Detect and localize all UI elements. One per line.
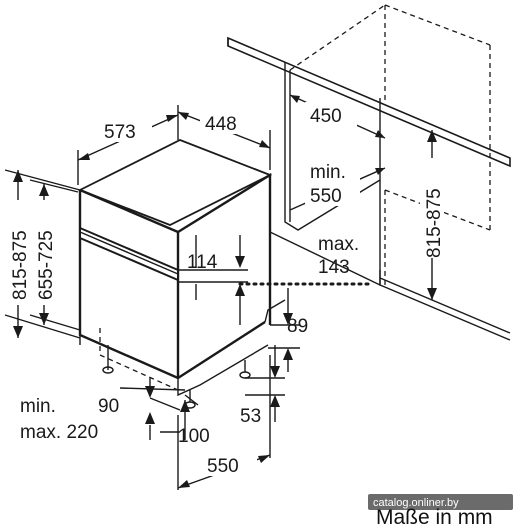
dim-448: 448	[177, 110, 271, 170]
label-573: 573	[104, 122, 136, 143]
dim-max-143: max. 143	[238, 234, 372, 286]
label-114: 114	[187, 252, 218, 273]
label-90: 90	[98, 396, 119, 417]
watermark: catalog.onliner.by	[368, 494, 513, 510]
label-655-725: 655-725	[36, 230, 57, 300]
dim-89: 89	[268, 288, 308, 372]
label-100: 100	[178, 426, 210, 447]
dim-114: 114	[178, 235, 248, 325]
label-550: 550	[310, 186, 342, 207]
label-foot-max-220: max. 220	[20, 422, 98, 443]
dim-450: 450	[289, 94, 386, 139]
dim-100: 100	[160, 394, 210, 447]
label-448: 448	[205, 114, 237, 135]
label-right-815-875: 815-875	[424, 188, 445, 258]
dim-53: 53	[240, 345, 285, 427]
label-max: max.	[318, 234, 359, 255]
label-53: 53	[240, 406, 261, 427]
countertop	[227, 36, 511, 168]
label-foot-min: min.	[20, 396, 56, 417]
dim-573: 573	[77, 105, 179, 185]
watermark-text: catalog.onliner.by	[373, 497, 459, 509]
label-550-bottom: 550	[207, 456, 239, 477]
unit-label: Maße in mm	[376, 506, 493, 527]
label-450: 450	[310, 106, 342, 127]
dim-min-550: min. 550	[289, 158, 386, 211]
dishwasher	[77, 139, 286, 409]
label-143: 143	[318, 257, 350, 278]
label-left-815-875: 815-875	[10, 230, 31, 300]
dim-550-bottom: 550	[177, 355, 271, 490]
dim-left-heights: 815-875 655-725	[4, 169, 81, 339]
label-89: 89	[287, 316, 308, 337]
label-min: min.	[310, 162, 346, 183]
dim-right-815-875: 815-875	[420, 130, 445, 300]
dim-foot-height: min. 90 max. 220	[20, 378, 186, 443]
